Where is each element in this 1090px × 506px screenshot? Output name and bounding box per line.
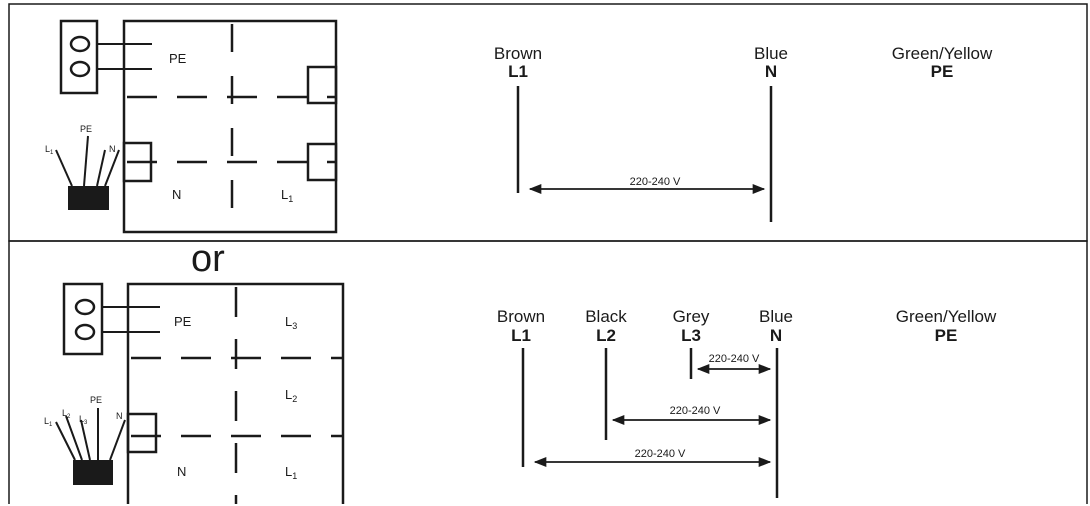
wire-color-blue: Blue [754, 44, 788, 63]
block-label-pe: PE [169, 51, 187, 66]
cable-label-n: N [109, 144, 116, 154]
wire-code-n: N [765, 62, 777, 81]
wire-legend: Brown L1 Black L2 Grey L3 Blue N Green/Y… [497, 307, 997, 498]
connector-tab [122, 141, 153, 183]
wire-code-l3: L3 [681, 326, 701, 345]
block-label-l1: L1 [285, 464, 297, 481]
wire-color-black: Black [585, 307, 627, 326]
wire-color-brown: Brown [494, 44, 542, 63]
earth-terminal [62, 282, 160, 356]
block-label-n: N [177, 464, 186, 479]
wire-color-green-yellow: Green/Yellow [892, 44, 993, 63]
wire-color-grey: Grey [673, 307, 710, 326]
screw-icon [69, 35, 91, 53]
cable-label-l3: L3 [79, 414, 88, 426]
wire-code-l1: L1 [508, 62, 528, 81]
block-label-n: N [172, 187, 181, 202]
wire-color-blue: Blue [759, 307, 793, 326]
cable-label-pe: PE [80, 124, 92, 134]
screw-icon [74, 298, 96, 316]
panel-frames [8, 3, 1088, 504]
cable-label-l1: L1 [44, 416, 53, 428]
earth-terminal [59, 19, 152, 95]
wire-code-pe: PE [935, 326, 958, 345]
wire-code-pe: PE [931, 62, 954, 81]
cable-icon: L1 L2 L3 PE N [44, 395, 126, 485]
terminal-block: PE L3 L2 N L1 [126, 282, 345, 504]
single-phase-panel [8, 3, 1088, 242]
connector-tab [306, 142, 338, 182]
terminal-block: PE N L1 [122, 19, 338, 234]
screw-icon [74, 323, 96, 341]
block-label-l2: L2 [285, 387, 297, 404]
voltage-label-l1-n: 220-240 V [635, 448, 686, 460]
wire-legend: Brown L1 Blue N Green/Yellow PE 220-240 … [494, 44, 993, 222]
voltage-label-l3-n: 220-240 V [709, 353, 760, 365]
cable-label-l2: L2 [62, 408, 71, 420]
connector-tab [306, 65, 338, 105]
block-label-l3: L3 [285, 314, 297, 331]
cable-label-n: N [116, 411, 123, 421]
connector-tab [126, 412, 158, 454]
three-phase-section: PE L3 L2 N L1 L1 L2 L3 PE N Brown L1 Bla… [44, 282, 997, 504]
block-label-pe: PE [174, 314, 192, 329]
cable-label-l1: L1 [45, 144, 54, 156]
separator-or: or [191, 238, 225, 280]
voltage-label: 220-240 V [630, 176, 681, 188]
wire-code-l1: L1 [511, 326, 531, 345]
wire-color-brown: Brown [497, 307, 545, 326]
cable-icon: L1 PE N [45, 124, 120, 210]
wire-code-l2: L2 [596, 326, 616, 345]
screw-icon [69, 60, 91, 78]
three-phase-panel [8, 240, 1088, 504]
block-label-l1: L1 [281, 187, 293, 204]
wire-code-n: N [770, 326, 782, 345]
voltage-label-l2-n: 220-240 V [670, 405, 721, 417]
wire-color-green-yellow: Green/Yellow [896, 307, 997, 326]
cable-label-pe: PE [90, 395, 102, 405]
single-phase-section: PE N L1 L1 PE N Brown L1 Blue N Green/Ye… [45, 19, 993, 234]
